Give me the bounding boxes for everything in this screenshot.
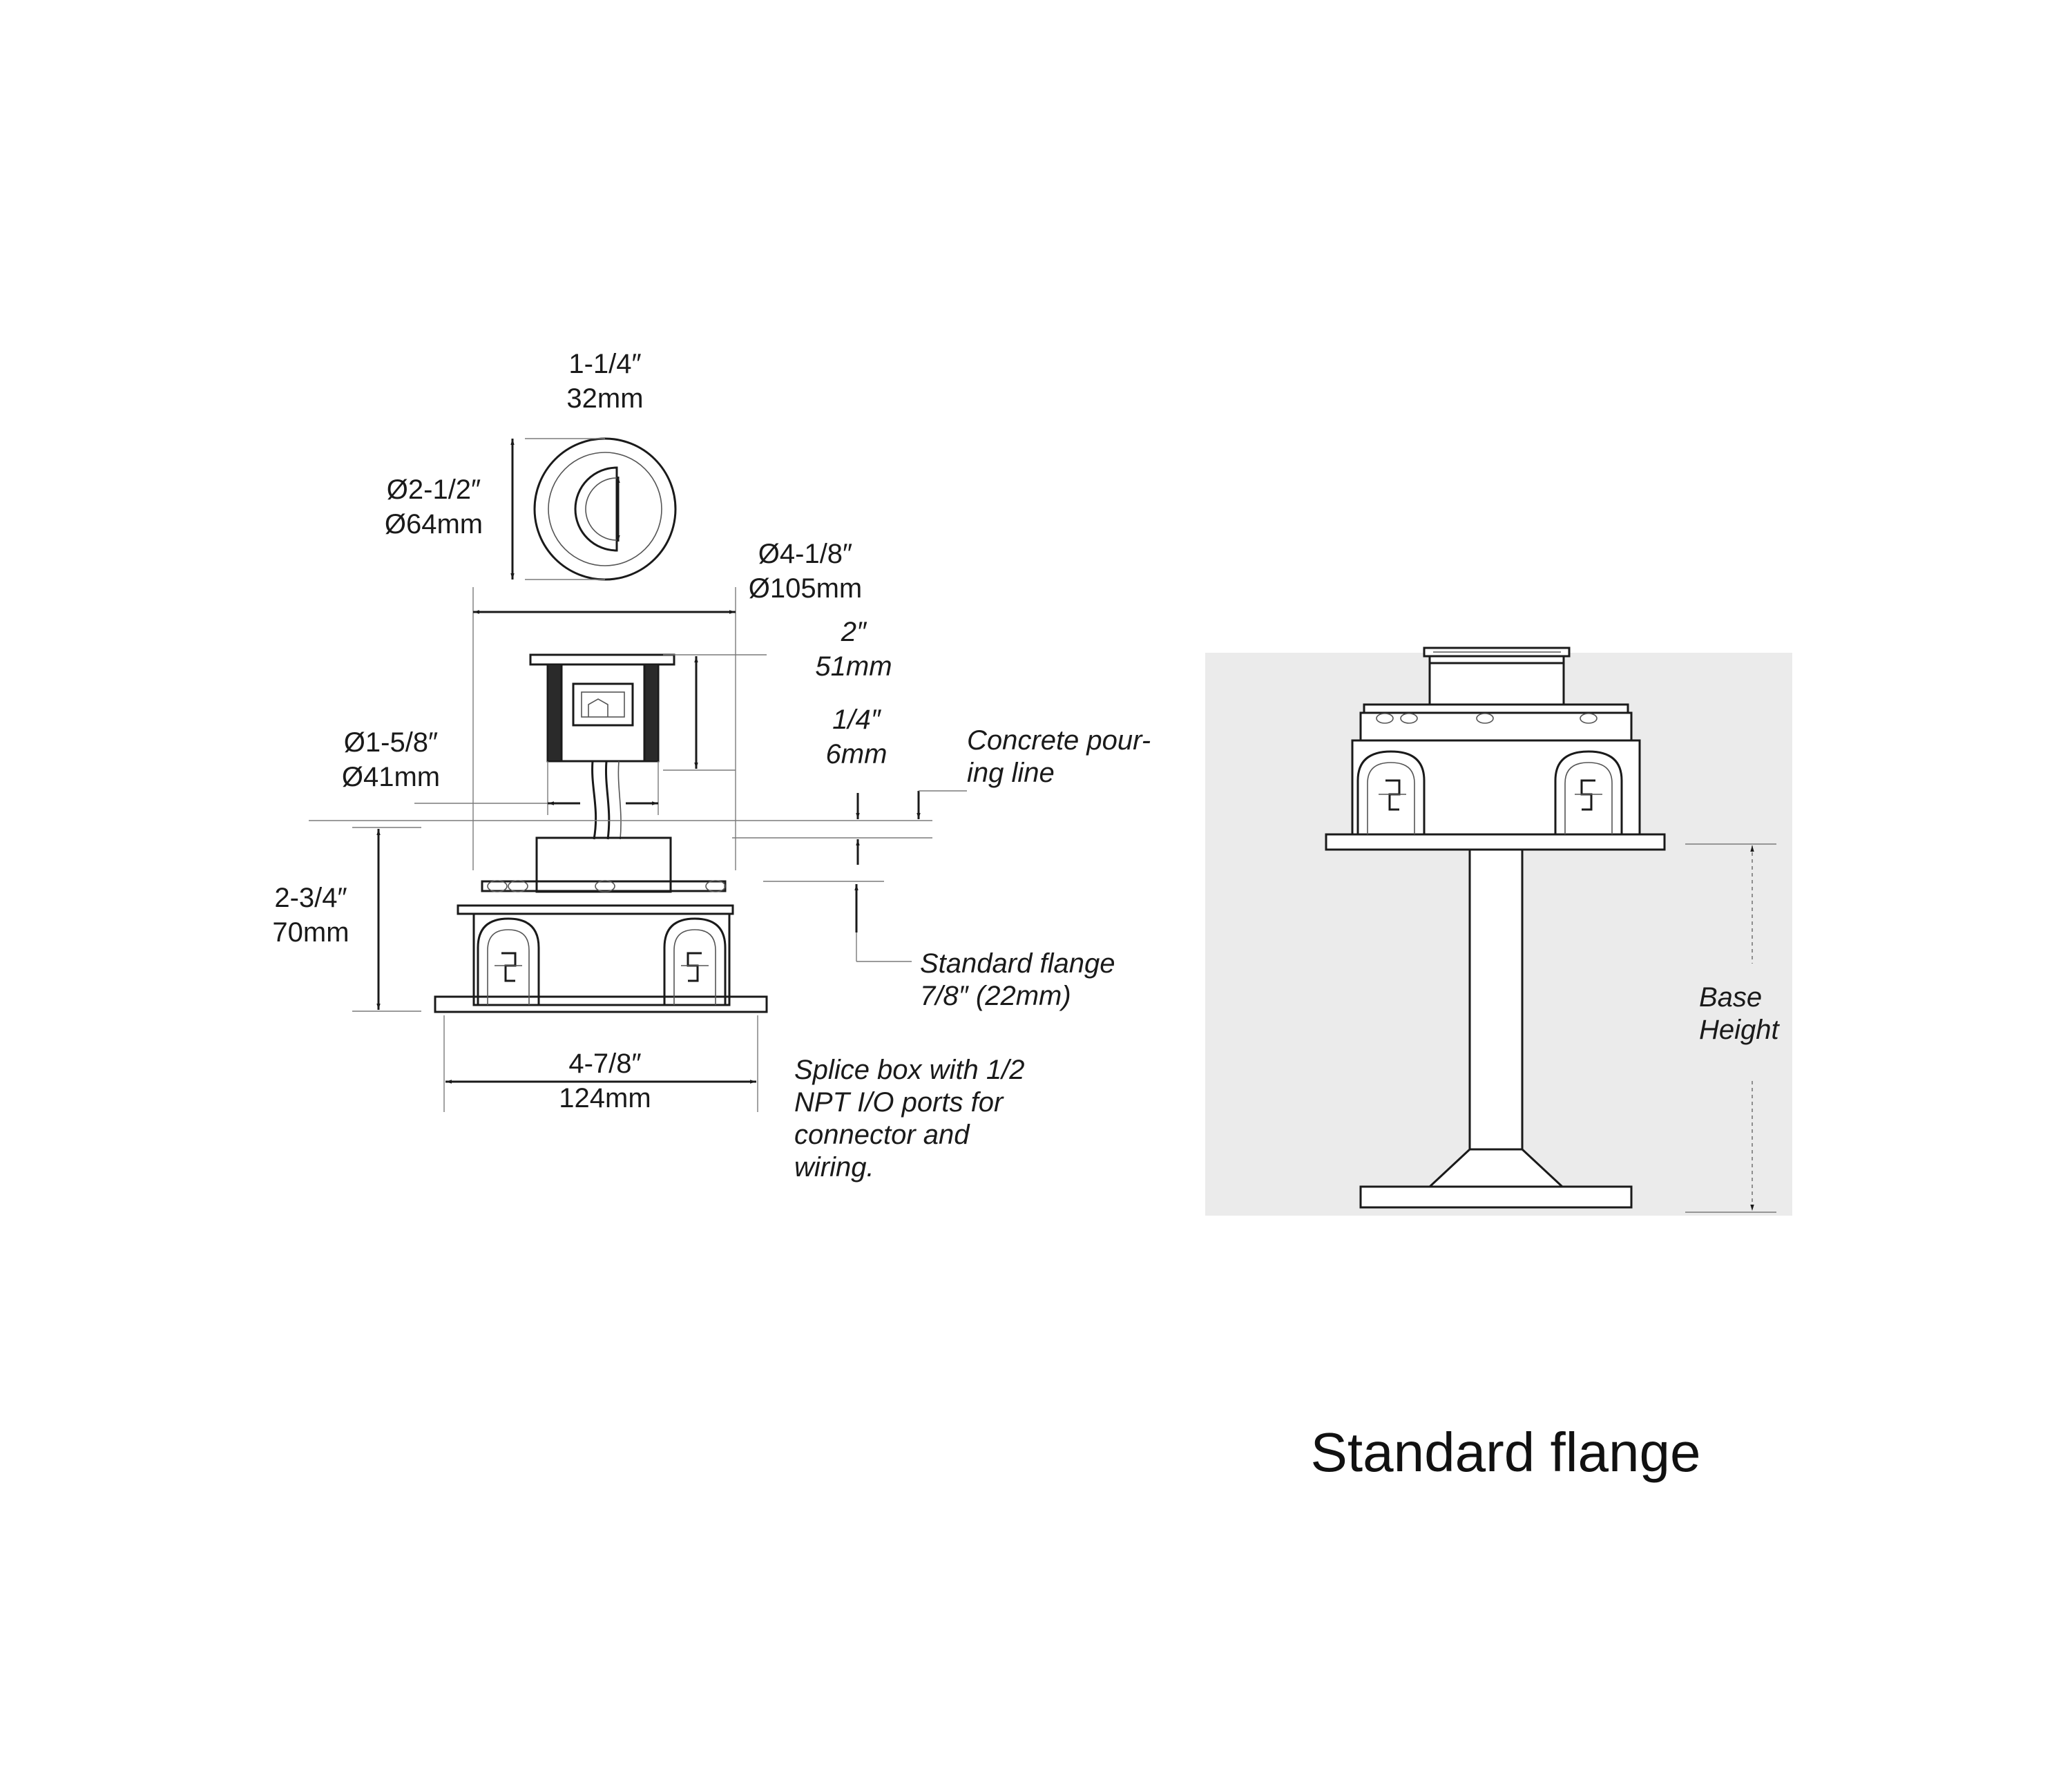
box-height-dimension [352,827,421,1012]
figure-caption: Standard flange [1311,1421,1701,1483]
splice-note-line-1: Splice box with 1/2 [794,1055,1025,1085]
outer-diameter-dimension [472,587,736,870]
height-dimension [663,654,767,771]
outer-diameter-inch-label: Ø4-1/8″ [758,539,852,569]
height-mm-label: 51mm [815,651,892,682]
installed-view: Base Height Standard flange [1205,647,1792,1483]
pour-line-note-line-1: Concrete pour- [967,725,1151,756]
flange-leader [763,881,912,962]
base-height-label-line-1: Base [1699,982,1762,1013]
offset-mm-label: 6mm [826,739,888,769]
pour-line-note-line-2: ing line [967,758,1055,788]
box-height-inch-label: 2-3/4″ [274,883,347,913]
base-height-dimension [1685,843,1776,1213]
top-view: 1-1/4″ 32mm Ø2-1/2″ Ø64mm [385,349,677,581]
splice-note-line-4: wiring. [794,1152,874,1183]
flange-note-line-1: Standard flange [920,948,1115,979]
box-width-dimension [443,1015,758,1112]
body-diameter-dimension [414,761,659,815]
top-diameter-mm-label: Ø64mm [385,509,483,539]
box-height-mm-label: 70mm [272,917,349,948]
base-height-label-line-2: Height [1699,1015,1781,1045]
splice-box [434,836,768,1013]
cable-wires [591,760,622,840]
top-width-inch-label: 1-1/4″ [568,349,641,379]
concrete-pour-line [309,790,967,839]
top-view-diameter-dimension [510,438,605,580]
splice-note-line-3: connector and [794,1120,970,1150]
body-diameter-inch-label: Ø1-5/8″ [344,727,438,758]
splice-note-line-2: NPT I/O ports for [794,1087,1004,1118]
fixture-head [529,653,675,763]
height-inch-label: 2″ [841,617,867,647]
right-port-symbol [681,952,709,982]
offset-inch-label: 1/4″ [832,705,882,735]
side-view: Ø4-1/8″ Ø105mm 2″ 51mm [272,539,1151,1183]
body-diameter-mm-label: Ø41mm [342,762,440,792]
outer-diameter-mm-label: Ø105mm [749,573,863,604]
top-view-fixture-face [533,437,677,581]
top-diameter-inch-label: Ø2-1/2″ [387,475,481,505]
installed-right-port-symbol [1575,779,1602,811]
top-width-mm-label: 32mm [566,383,643,414]
left-port-symbol [495,952,522,982]
installed-fixture [1325,647,1666,1209]
box-width-mm-label: 124mm [559,1083,651,1113]
flange-note-line-2: 7/8″ (22mm) [920,981,1071,1011]
installed-left-port-symbol [1379,779,1406,811]
box-width-inch-label: 4-7/8″ [568,1049,641,1079]
